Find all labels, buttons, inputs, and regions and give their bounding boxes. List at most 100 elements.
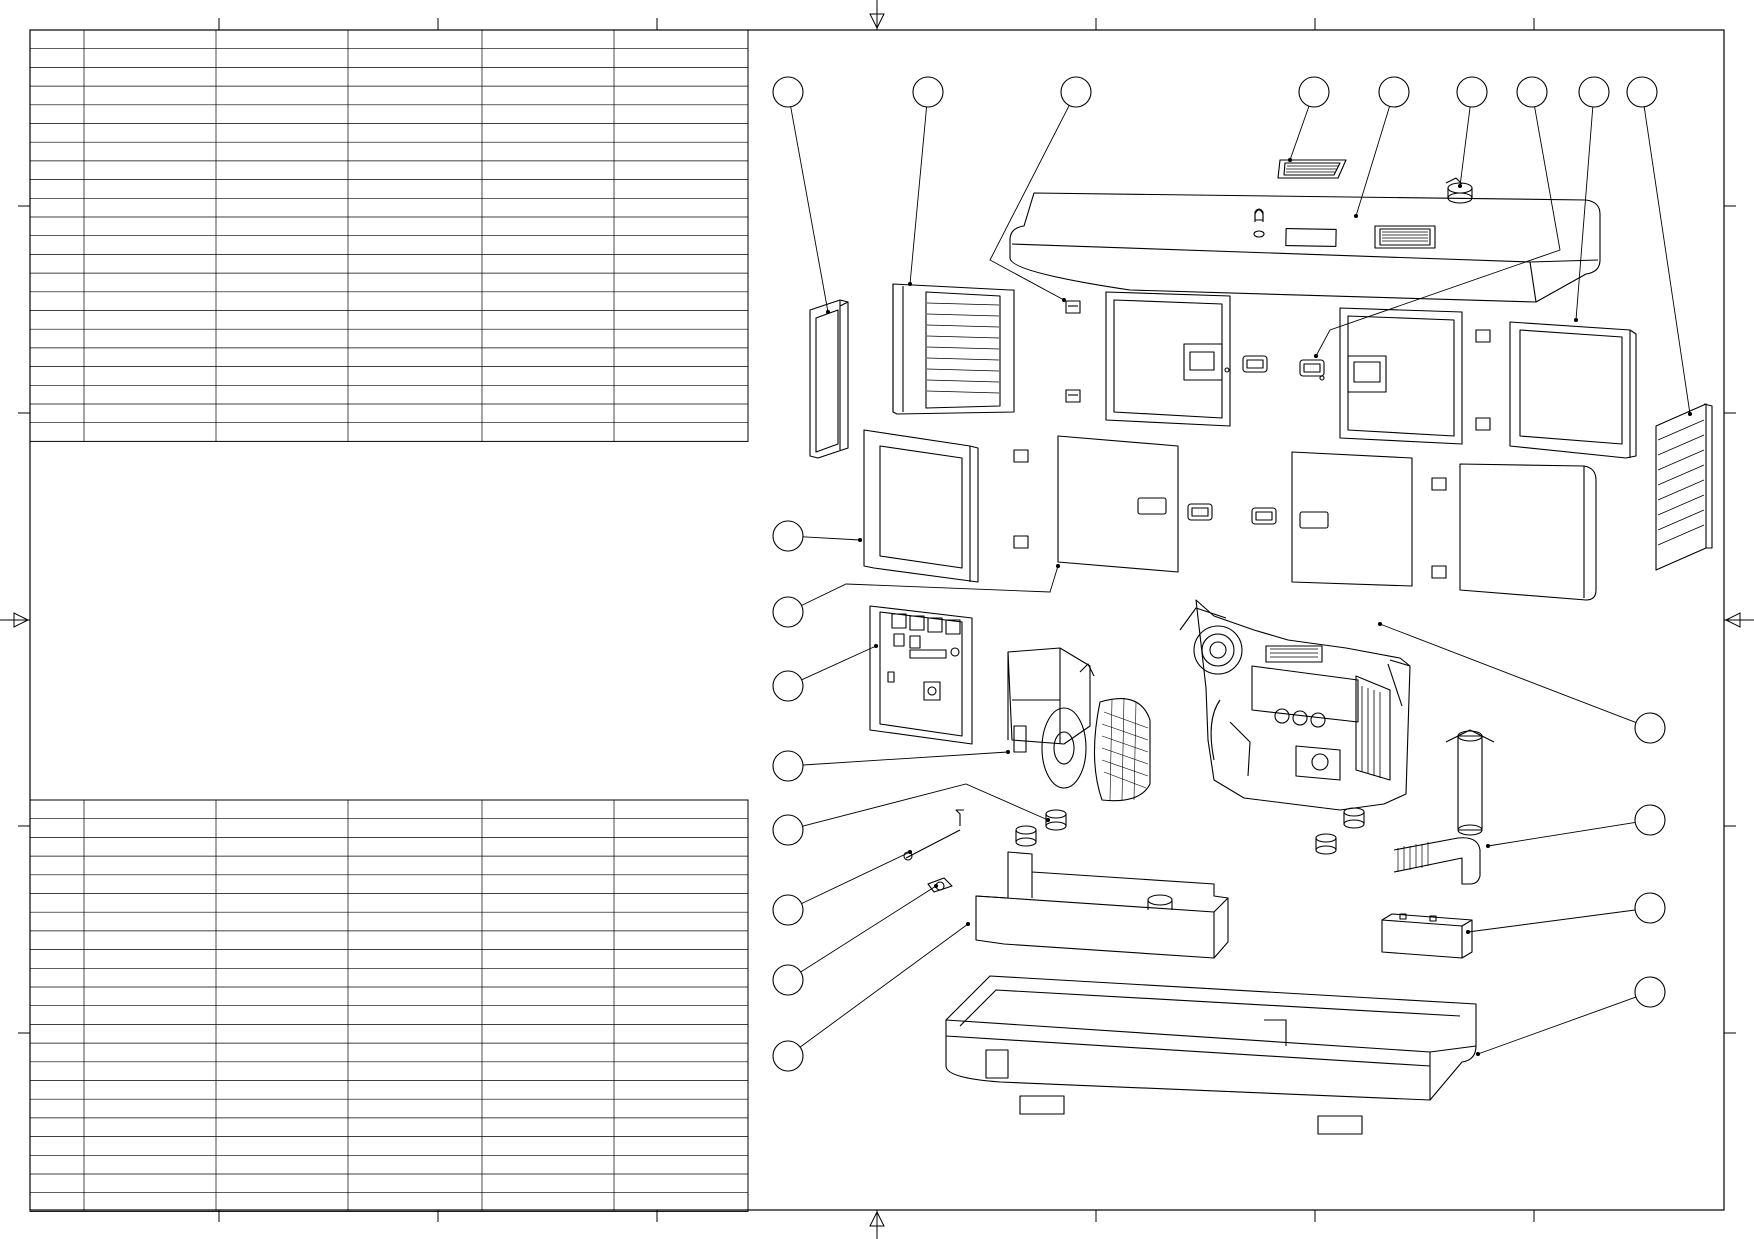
- callout-balloon: [1060, 76, 1092, 108]
- lower-right-door: [1291, 451, 1413, 587]
- callout-balloon: [1634, 804, 1666, 836]
- door-handle-upper-right: [1299, 359, 1325, 381]
- leader-arrow-dot: [1287, 157, 1293, 163]
- leader-arrow-dot: [1485, 843, 1491, 849]
- leader-line: [1355, 106, 1391, 217]
- exploded-view: [809, 159, 1713, 1135]
- exhaust-bellows: [1393, 837, 1481, 885]
- hinge-upper-right: [1475, 329, 1491, 343]
- leader-line: [1487, 821, 1636, 847]
- lower-left-door: [1057, 435, 1179, 573]
- left-louvre-panel: [892, 283, 1015, 415]
- callout-balloon: [772, 670, 804, 702]
- leader-line: [1643, 106, 1691, 415]
- leader-arrow-dot: [1687, 411, 1693, 417]
- callout-balloon: [772, 1040, 804, 1072]
- callout-balloon: [1516, 76, 1548, 108]
- leader-arrow-dot: [1055, 563, 1061, 569]
- leader-arrow-dot: [933, 883, 939, 889]
- base-frame: [945, 975, 1477, 1135]
- lower-right-end-cover: [1459, 463, 1597, 601]
- leader-arrow-dot: [1377, 621, 1383, 627]
- callout-leader-lines: [790, 105, 1693, 1057]
- hinge-lower-row-4: [1431, 565, 1447, 579]
- leader-arrow-dot: [907, 849, 913, 855]
- door-handle-upper-left: [1242, 355, 1268, 373]
- leader-line: [1379, 623, 1637, 724]
- door-handle-lower-right: [1251, 507, 1277, 525]
- leader-line: [801, 851, 911, 905]
- leader-line: [1575, 106, 1594, 321]
- leader-line: [802, 783, 1049, 827]
- alternator-fan: [1093, 697, 1151, 802]
- leader-line: [1477, 996, 1637, 1055]
- front-left-frame: [863, 429, 979, 583]
- leader-arrow-dot: [1353, 213, 1359, 219]
- callout-balloon: [1298, 76, 1330, 108]
- av-mount-1: [1045, 809, 1067, 831]
- callout-balloon: [772, 964, 804, 996]
- leader-arrow-dot: [1061, 297, 1067, 303]
- fuel-pipe: [903, 809, 964, 861]
- callout-balloon: [1634, 892, 1666, 924]
- leader-line: [989, 105, 1070, 301]
- leader-arrow-dot: [857, 537, 863, 543]
- fuel-tank: [975, 851, 1229, 959]
- hinge-mid-right: [1475, 417, 1491, 431]
- hinge-lower-row-2: [1013, 535, 1029, 549]
- leader-line: [801, 645, 877, 681]
- av-mount-4: [1315, 833, 1337, 855]
- leader-arrow-dot: [965, 921, 971, 927]
- callout-balloon: [1378, 76, 1410, 108]
- callout-balloon: [1456, 76, 1488, 108]
- callout-balloon: [772, 76, 804, 108]
- callout-balloons: [772, 76, 1666, 1072]
- leader-arrow-dot: [907, 281, 913, 287]
- leader-line: [1289, 105, 1310, 161]
- roof-panel: [1009, 192, 1601, 303]
- engine: [1179, 599, 1411, 811]
- left-upper-door: [1105, 291, 1231, 427]
- callout-balloon: [772, 814, 804, 846]
- alternator: [1007, 647, 1095, 789]
- callout-balloon: [772, 596, 804, 628]
- leader-arrow-dot: [1465, 929, 1471, 935]
- leader-line: [802, 751, 1009, 766]
- callout-balloon: [772, 894, 804, 926]
- callout-balloon: [1626, 76, 1658, 108]
- callout-balloon: [772, 520, 804, 552]
- parts-table-top: [29, 29, 749, 442]
- leader-arrow-dot: [1457, 183, 1463, 189]
- callout-balloon: [912, 76, 944, 108]
- leader-line: [1467, 909, 1636, 933]
- av-mount-2: [1015, 825, 1037, 847]
- leader-arrow-dot: [1475, 1051, 1481, 1057]
- leader-line: [801, 565, 1059, 606]
- leader-line: [1459, 106, 1471, 187]
- leader-arrow-dot: [873, 643, 879, 649]
- hinge-lower-left: [1065, 389, 1081, 403]
- leader-arrow-dot: [825, 309, 831, 315]
- leader-line: [800, 885, 937, 973]
- hinge-lower-row-3: [1431, 477, 1447, 491]
- door-handle-lower-left: [1187, 503, 1213, 521]
- callout-balloon: [1634, 976, 1666, 1008]
- leader-arrow-dot: [1573, 317, 1579, 323]
- left-end-frame: [809, 299, 849, 459]
- leader-line: [790, 106, 829, 313]
- leader-line: [1315, 106, 1561, 357]
- right-end-frame: [1509, 321, 1637, 459]
- lifting-eye: [1254, 209, 1264, 222]
- hinge-upper-left: [1065, 300, 1081, 314]
- callout-balloon: [772, 750, 804, 782]
- parts-table-bottom: [29, 799, 749, 1212]
- zone-ticks: [18, 18, 1736, 1222]
- leader-arrow-dot: [1005, 749, 1011, 755]
- roof-vent-grille: [1277, 159, 1347, 179]
- av-mount-3: [1343, 807, 1365, 829]
- leader-line: [799, 923, 969, 1048]
- control-panel: [869, 605, 973, 745]
- leader-arrow-dot: [1313, 353, 1319, 359]
